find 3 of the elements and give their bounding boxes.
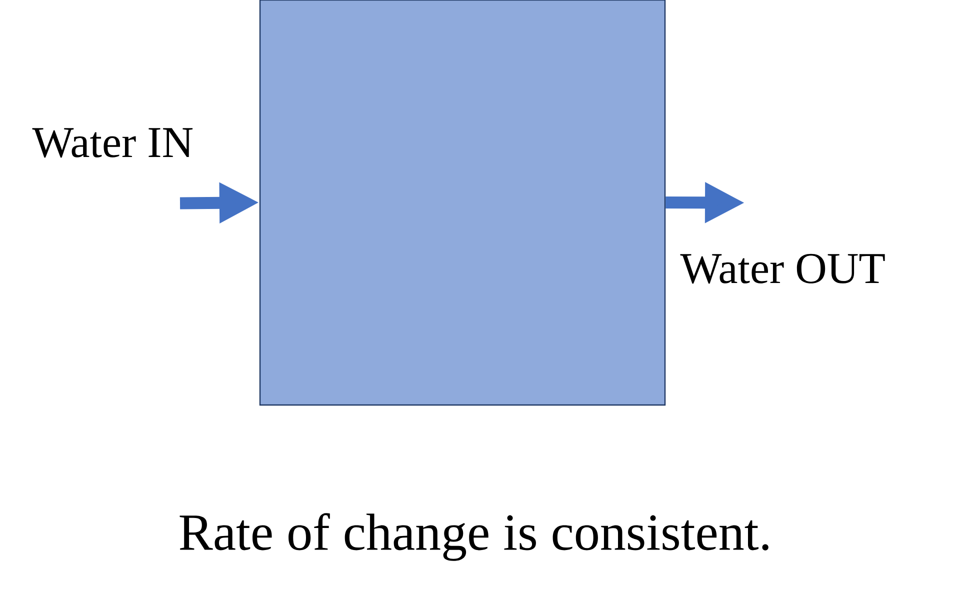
flow-label: Water OUT bbox=[680, 254, 885, 284]
flow-label: Water IN bbox=[32, 128, 193, 158]
caption: Rate of change is consistent. bbox=[180, 513, 768, 561]
